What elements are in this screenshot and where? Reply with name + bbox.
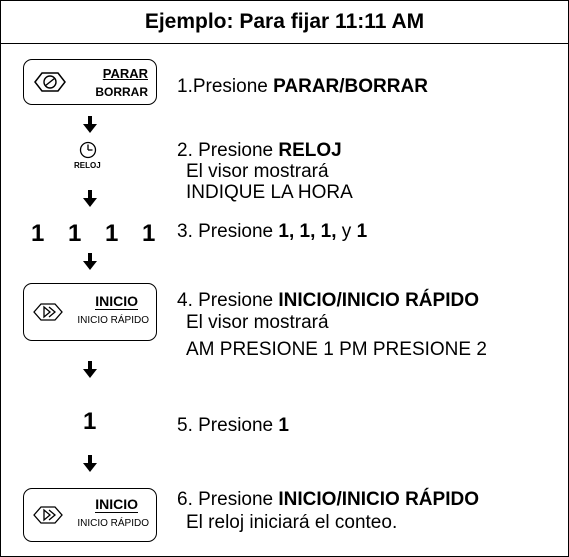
step-2: 2. Presione RELOJ El visor mostrará INDI…: [177, 140, 353, 203]
arrow-down-icon: [83, 455, 97, 472]
quick-start-label: INICIO RÁPIDO: [77, 518, 149, 529]
step-1-key: PARAR/BORRAR: [273, 76, 428, 97]
stop-label: PARAR: [102, 66, 148, 81]
step-4-text: 4. Presione: [177, 290, 279, 311]
arrow-down-icon: [83, 361, 97, 378]
digit-key[interactable]: 1: [105, 220, 119, 247]
step-4: 4. Presione INICIO/INICIO RÁPIDO El viso…: [177, 290, 487, 365]
step-5-key: 1: [278, 415, 289, 436]
start-icon: [33, 506, 63, 524]
step-6: 6. Presione INICIO/INICIO RÁPIDO El relo…: [177, 489, 479, 536]
step-5-text: 5. Presione: [177, 415, 279, 436]
start-icon: [33, 303, 63, 321]
step-6-key: INICIO/INICIO RÁPIDO: [278, 489, 479, 510]
step-3-key: 1, 1, 1,: [278, 221, 337, 242]
step-3-mid: y: [336, 221, 357, 242]
clock-icon[interactable]: [79, 141, 97, 159]
step-2-key: RELOJ: [278, 140, 342, 161]
arrow-down-icon: [83, 190, 97, 207]
step-3-text: 3. Presione: [177, 221, 279, 242]
step-4-line3: AM PRESIONE 1 PM PRESIONE 2: [186, 339, 487, 360]
step-5: 5. Presione 1: [177, 415, 289, 436]
step-6-text: 6. Presione: [177, 489, 279, 510]
clear-label: BORRAR: [95, 85, 148, 99]
step-1-text: 1.Presione: [177, 76, 274, 97]
step-6-line2: El reloj iniciará el conteo.: [186, 512, 398, 533]
step-1: 1.Presione PARAR/BORRAR: [177, 76, 428, 97]
start-button[interactable]: INICIO INICIO RÁPIDO: [23, 283, 157, 341]
arrow-down-icon: [83, 116, 97, 133]
start-label: INICIO: [95, 293, 138, 310]
step-3: 3. Presione 1, 1, 1, y 1: [177, 221, 367, 242]
step-3-key2: 1: [356, 221, 368, 242]
step-2-line3: INDIQUE LA HORA: [186, 182, 353, 203]
digit-key[interactable]: 1: [83, 408, 97, 435]
step-4-key: INICIO/INICIO RÁPIDO: [278, 290, 479, 311]
page-title: Ejemplo: Para fijar 11:11 AM: [1, 1, 568, 44]
digit-key[interactable]: 1: [68, 220, 82, 247]
digit-key[interactable]: 1: [142, 220, 156, 247]
stop-clear-button[interactable]: PARAR BORRAR: [23, 59, 157, 105]
start-button[interactable]: INICIO INICIO RÁPIDO: [23, 488, 157, 542]
step-2-text: 2. Presione: [177, 140, 279, 161]
start-label: INICIO: [95, 496, 138, 513]
step-2-line2: El visor mostrará: [186, 161, 329, 182]
step-4-line2: El visor mostrará: [186, 312, 329, 333]
digit-key[interactable]: 1: [31, 220, 45, 247]
arrow-down-icon: [83, 253, 97, 270]
quick-start-label: INICIO RÁPIDO: [77, 315, 149, 326]
stop-icon: [34, 72, 66, 92]
clock-button-label: RELOJ: [74, 161, 101, 170]
